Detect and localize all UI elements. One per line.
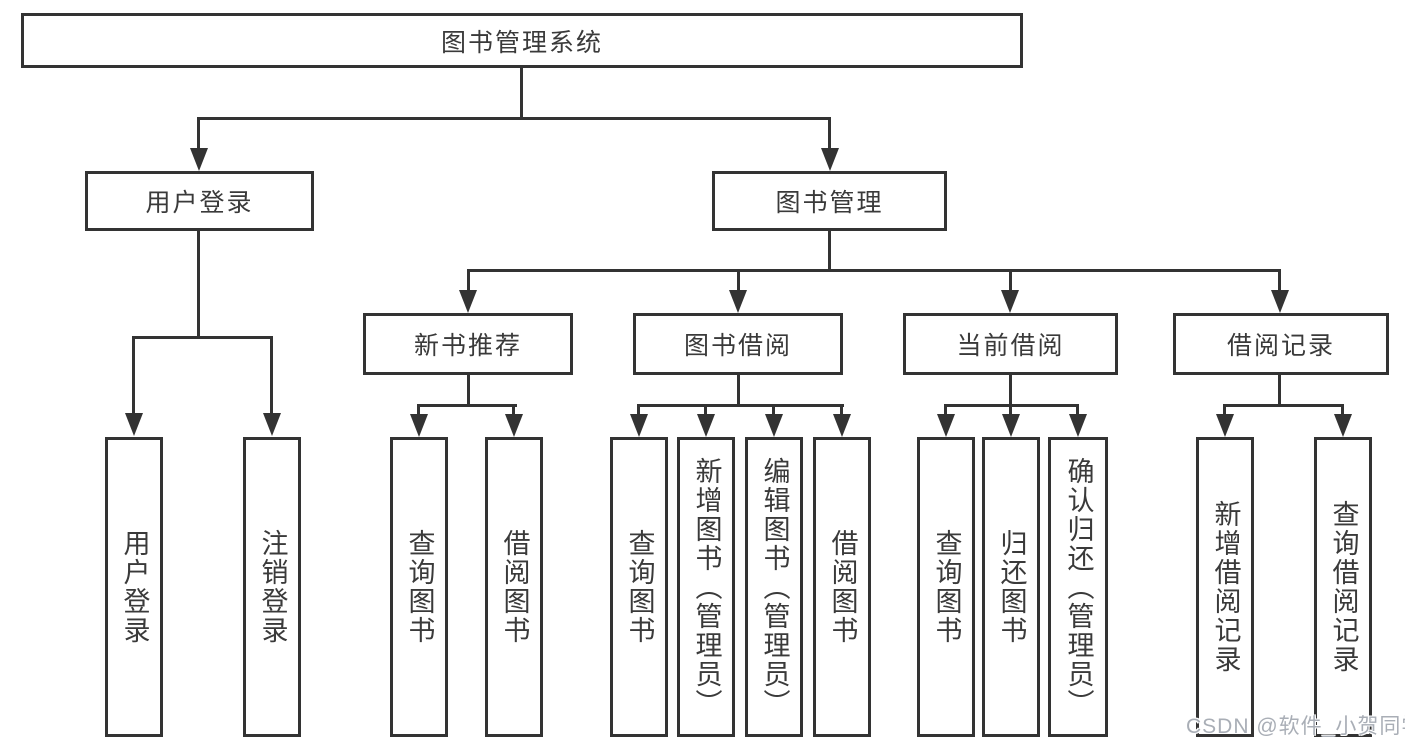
node-book-borrowing: 图书借阅 <box>633 313 843 375</box>
leaf-return-books-label: 归还图书 <box>996 529 1027 645</box>
connector-line <box>417 404 420 416</box>
arrow-down-icon <box>505 414 523 437</box>
leaf-edit-book-admin: 编辑图书（管理员） <box>745 437 803 737</box>
arrow-down-icon <box>190 148 208 171</box>
connector-line <box>417 404 517 407</box>
connector-line <box>512 404 515 416</box>
leaf-logout-label: 注销登录 <box>257 529 288 645</box>
connector-line <box>737 375 740 406</box>
connector-line <box>197 231 200 338</box>
leaf-query-books-borrowing-label: 查询图书 <box>624 529 655 645</box>
connector-line <box>1076 404 1079 416</box>
leaf-add-borrow-record: 新增借阅记录 <box>1196 437 1254 737</box>
leaf-query-borrow-record: 查询借阅记录 <box>1314 437 1372 737</box>
watermark: CSDN @软件_小贺同学 <box>1186 715 1405 738</box>
leaf-user-login: 用户登录 <box>105 437 163 737</box>
arrow-down-icon <box>821 148 839 171</box>
connector-line <box>197 117 831 120</box>
connector-line <box>467 269 470 292</box>
leaf-add-borrow-record-label: 新增借阅记录 <box>1210 500 1241 674</box>
connector-line <box>1009 404 1012 416</box>
leaf-query-books-current-label: 查询图书 <box>931 529 962 645</box>
leaf-query-books-recommend-label: 查询图书 <box>404 529 435 645</box>
connector-line <box>637 404 640 416</box>
connector-line <box>828 117 831 150</box>
connector-line <box>1278 375 1281 406</box>
arrow-down-icon <box>765 414 783 437</box>
arrow-down-icon <box>459 290 477 313</box>
connector-line <box>132 336 135 414</box>
leaf-query-books-borrowing: 查询图书 <box>610 437 668 737</box>
connector-line <box>133 336 273 339</box>
arrow-down-icon <box>1002 414 1020 437</box>
arrow-down-icon <box>1216 414 1234 437</box>
node-book-management: 图书管理 <box>712 171 947 231</box>
connector-line <box>772 404 775 416</box>
leaf-return-books: 归还图书 <box>982 437 1040 737</box>
node-new-book-recommend: 新书推荐 <box>363 313 573 375</box>
connector-line <box>1278 269 1281 292</box>
arrow-down-icon <box>729 290 747 313</box>
node-library-system: 图书管理系统 <box>21 13 1023 68</box>
leaf-borrow-books-borrowing: 借阅图书 <box>813 437 871 737</box>
node-current-borrowing: 当前借阅 <box>903 313 1118 375</box>
leaf-user-login-label: 用户登录 <box>119 529 150 645</box>
arrow-down-icon <box>937 414 955 437</box>
connector-line <box>270 336 273 414</box>
connector-line <box>467 269 1281 272</box>
connector-line <box>1009 375 1012 406</box>
node-book-borrowing-label: 图书借阅 <box>683 332 792 360</box>
arrow-down-icon <box>697 414 715 437</box>
arrow-down-icon <box>1001 290 1019 313</box>
arrow-down-icon <box>630 414 648 437</box>
connector-line <box>520 68 523 119</box>
connector-line <box>704 404 707 416</box>
leaf-confirm-return-admin: 确认归还（管理员） <box>1048 437 1108 737</box>
arrow-down-icon <box>1069 414 1087 437</box>
leaf-query-books-recommend: 查询图书 <box>390 437 448 737</box>
leaf-query-borrow-record-label: 查询借阅记录 <box>1328 500 1359 674</box>
leaf-query-books-current: 查询图书 <box>917 437 975 737</box>
arrow-down-icon <box>1271 290 1289 313</box>
connector-line <box>944 404 947 416</box>
arrow-down-icon <box>125 413 143 436</box>
leaf-add-book-admin: 新增图书（管理员） <box>677 437 735 737</box>
arrow-down-icon <box>263 413 281 436</box>
connector-line <box>197 117 200 150</box>
node-new-book-recommend-label: 新书推荐 <box>413 332 522 360</box>
node-user-login-label: 用户登录 <box>145 189 254 217</box>
leaf-borrow-books-recommend-label: 借阅图书 <box>499 529 530 645</box>
leaf-logout: 注销登录 <box>243 437 301 737</box>
connector-line <box>737 269 740 292</box>
leaf-borrow-books-recommend: 借阅图书 <box>485 437 543 737</box>
node-library-system-label: 图书管理系统 <box>440 28 603 57</box>
node-user-login: 用户登录 <box>85 171 314 231</box>
connector-line <box>840 404 843 416</box>
connector-line <box>1223 404 1226 416</box>
node-book-management-label: 图书管理 <box>775 189 884 217</box>
connector-line <box>1223 404 1344 407</box>
arrow-down-icon <box>1334 414 1352 437</box>
arrow-down-icon <box>410 414 428 437</box>
leaf-add-book-admin-label: 新增图书（管理员） <box>691 456 722 718</box>
connector-line <box>1341 404 1344 416</box>
connector-line <box>637 404 844 407</box>
connector-line <box>467 375 470 406</box>
node-borrowing-records-label: 借阅记录 <box>1226 332 1335 360</box>
leaf-borrow-books-borrowing-label: 借阅图书 <box>827 529 858 645</box>
arrow-down-icon <box>833 414 851 437</box>
connector-line <box>1009 269 1012 292</box>
leaf-confirm-return-admin-label: 确认归还（管理员） <box>1063 456 1094 718</box>
node-current-borrowing-label: 当前借阅 <box>956 332 1065 360</box>
node-borrowing-records: 借阅记录 <box>1173 313 1389 375</box>
connector-line <box>828 231 831 271</box>
leaf-edit-book-admin-label: 编辑图书（管理员） <box>759 456 790 718</box>
